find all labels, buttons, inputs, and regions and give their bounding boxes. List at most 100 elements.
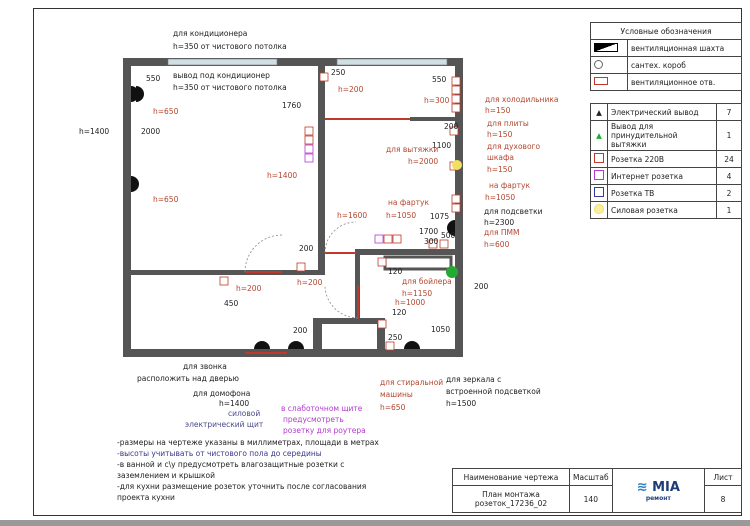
stove-label: для плиты [487,119,529,128]
sheet-frame [33,8,742,516]
height-label: h=1050 [485,193,516,202]
legend-count: 1 [716,201,742,219]
oven-label-2: шкафа [487,153,514,162]
height-label: h=650 [380,403,406,412]
dim-label: 250 [331,68,346,77]
boiler-label: для бойлера [402,277,452,286]
height-label: h=200 [236,284,262,293]
wall-top [123,58,463,66]
height-label: h=150 [485,106,511,115]
legend-count: 1 [716,120,742,151]
note: -высоты учитывать от чистового пола до с… [117,449,322,458]
sheet-header: Лист [704,468,742,486]
scale-header: Масштаб [569,468,613,486]
ac-label: для кондиционера [173,29,248,38]
legend-count: 24 [716,150,742,168]
legend-label: Силовая розетка [607,201,717,219]
legend-title: Условные обозначения [590,22,742,40]
dim-label: 1075 [430,212,450,221]
height-label: h=1400 [219,399,250,408]
electric-outlet-icon: ▲ [596,107,602,117]
height-label: h=1600 [337,211,368,220]
kitchen-partition [410,117,455,121]
power-socket-icon [594,204,604,214]
ac-outlet-label: вывод под кондиционер [173,71,270,80]
legend-count: 2 [716,184,742,202]
dim-label: 2000 [141,127,161,136]
dim-label: 200 [293,326,308,335]
panel-label-2: электрический щит [185,420,264,429]
legend-conventions: Условные обозначения вентиляционная шахт… [590,22,742,91]
legend-count: 4 [716,167,742,185]
dim-label: 120 [392,308,407,317]
mirror-label: для зеркала с [446,375,502,384]
window-2 [336,58,448,66]
legend-label: сантех. короб [627,56,742,74]
note: заземлением и крышкой [117,471,216,480]
height-label: h=1400 [267,171,298,180]
dim-label: 250 [388,333,403,342]
dim-label: 550 [432,75,447,84]
doorbell-label: для звонка [183,362,227,371]
height-label: h=150 [487,130,513,139]
note: -для кухни размещение розеток уточнить п… [117,482,367,491]
dim-label: 1700 [419,227,439,236]
wall-inner-vertical [318,58,325,275]
drawing-name-header: Наименование чертежа [452,468,570,486]
height-label: h=200 [338,85,364,94]
notes: -размеры на чертеже указаны в миллиметра… [117,437,379,503]
legend-label: Интернет розетка [607,167,717,185]
legend-label: Вывод для принудительной вытяжки [607,120,717,151]
dim-label: 1050 [431,325,451,334]
electric-outlets [131,86,455,349]
apron-label: на фартук [388,198,429,207]
sheet-number: 8 [704,485,742,513]
note: -размеры на чертеже указаны в миллиметра… [117,438,379,447]
sockets [219,72,461,351]
ventilation-opening-icon [594,77,608,85]
oven-label: для духового [487,142,541,151]
dim-550: 550 [146,74,161,83]
dim-label: 300 [424,237,439,246]
height-label: h=1150 [402,289,433,298]
legend-count: 7 [716,103,742,121]
hood-label: для вытяжки [386,145,439,154]
ventilation-shaft-icon [594,42,618,52]
logo-text: MIA [652,479,680,495]
height-label: h=2000 [408,157,439,166]
height-label: h=650 [153,195,179,204]
wall-bath-top [355,249,455,255]
bottom-bar [0,520,750,526]
socket-220v-icon [594,153,604,163]
logo-subtext: ремонт [645,494,671,502]
wall-bath-left [355,249,360,319]
legend-label: Розетка ТВ [607,184,717,202]
exhaust-outlet-icon: ▲ [596,131,602,140]
router-label-3: розетку для роутера [283,426,366,435]
note: -в ванной и с\у предусмотреть влагозащит… [117,460,345,469]
dim-label: 500 [441,231,456,240]
doorbell-label-2: расположить над дверью [137,374,239,383]
apron-label: на фартук [489,181,530,190]
router-label-2: предусмотреть [283,415,344,424]
internet-socket-icon [594,170,604,180]
exhaust-outlet-icon [446,266,458,278]
height-label: h=650 [153,107,179,116]
dim-label: 200 [444,122,459,131]
fridge-label: для холодильника [485,95,559,104]
height-label: h=200 [297,278,323,287]
height-label: h=1400 [79,127,110,136]
window-1 [167,58,278,66]
scale-value: 140 [569,485,613,513]
plumbing-box-icon [594,59,603,69]
